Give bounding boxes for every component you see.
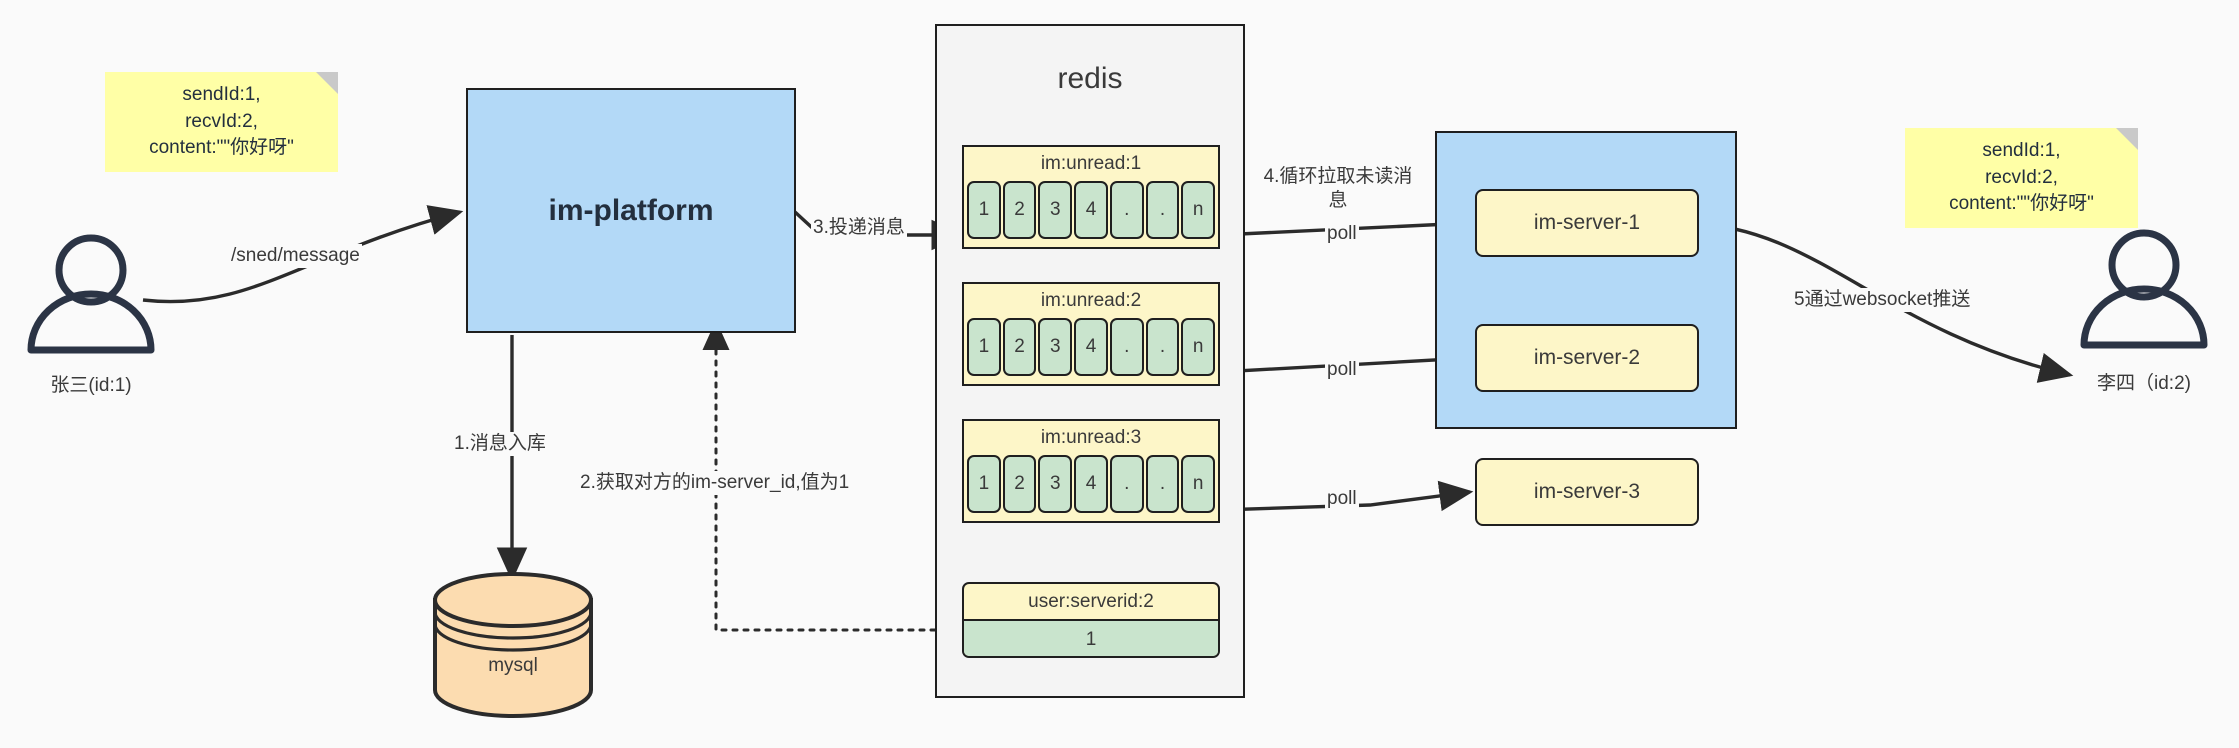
list-cell[interactable]: 1 <box>967 455 1001 513</box>
mysql-cylinder-icon <box>433 572 593 718</box>
redis-container: redis im:unread:1 1 2 3 4 . . n im:unrea… <box>935 24 1245 698</box>
redis-list-key: im:unread:2 <box>1040 290 1142 311</box>
list-cell[interactable]: 2 <box>1002 455 1037 513</box>
edge-label-step3: 3.投递消息 <box>811 216 907 240</box>
list-cell[interactable]: 4 <box>1074 455 1108 513</box>
note-fold-corner <box>2116 128 2138 150</box>
im-server-3-label: im-server-3 <box>1533 480 1641 503</box>
redis-list-key: im:unread:3 <box>1040 427 1142 448</box>
list-cell[interactable]: 1 <box>967 181 1001 239</box>
redis-list-cells: 1 2 3 4 . . n <box>964 181 1218 242</box>
edge-label-send-message: /sned/message <box>229 244 362 268</box>
im-server-2-label: im-server-2 <box>1533 346 1641 369</box>
im-platform-box[interactable]: im-platform <box>466 88 796 333</box>
request-payload-text: sendId:1, recvId:2, content:""你好呀" <box>149 83 294 159</box>
list-cell[interactable]: n <box>1181 318 1216 376</box>
im-server-2-box[interactable]: im-server-2 <box>1475 324 1699 392</box>
edge-label-poll-1: poll <box>1325 222 1359 246</box>
list-cell[interactable]: 2 <box>1002 181 1037 239</box>
redis-list-im-unread-1[interactable]: im:unread:1 1 2 3 4 . . n <box>962 145 1220 249</box>
sender-person-icon <box>27 234 155 354</box>
redis-kv-user-serverid[interactable]: user:serverid:2 1 <box>962 582 1220 658</box>
list-cell[interactable]: . <box>1109 181 1144 239</box>
sender-label: 张三(id:1) <box>50 375 132 396</box>
edge-label-step5: 5通过websocket推送 <box>1792 288 1973 312</box>
list-cell[interactable]: . <box>1109 455 1144 513</box>
list-cell[interactable]: 1 <box>967 318 1001 376</box>
receiver-person-icon <box>2080 229 2208 349</box>
pushed-payload-note: sendId:1, recvId:2, content:""你好呀" <box>1905 128 2138 228</box>
im-server-1-box[interactable]: im-server-1 <box>1475 189 1699 257</box>
edge-label-poll-2: poll <box>1325 358 1359 382</box>
list-cell[interactable]: . <box>1109 318 1144 376</box>
edge-label-step2: 2.获取对方的im-server_id,值为1 <box>578 471 852 495</box>
list-cell[interactable]: 3 <box>1038 318 1073 376</box>
list-cell[interactable]: n <box>1181 181 1216 239</box>
im-server-1-label: im-server-1 <box>1533 211 1641 234</box>
list-cell[interactable]: 4 <box>1074 181 1108 239</box>
list-cell[interactable]: . <box>1145 455 1180 513</box>
list-cell[interactable]: n <box>1181 455 1216 513</box>
list-cell[interactable]: 2 <box>1002 318 1037 376</box>
list-cell[interactable]: . <box>1145 318 1180 376</box>
redis-list-im-unread-2[interactable]: im:unread:2 1 2 3 4 . . n <box>962 282 1220 386</box>
note-fold-corner <box>316 72 338 94</box>
redis-list-cells: 1 2 3 4 . . n <box>964 318 1218 379</box>
redis-list-im-unread-3[interactable]: im:unread:3 1 2 3 4 . . n <box>962 419 1220 523</box>
pushed-payload-text: sendId:1, recvId:2, content:""你好呀" <box>1949 139 2094 215</box>
redis-list-cells: 1 2 3 4 . . n <box>964 455 1218 516</box>
edge-label-step1: 1.消息入库 <box>452 432 548 456</box>
mysql-label: mysql <box>488 655 538 676</box>
redis-kv-key: user:serverid:2 <box>1028 591 1154 612</box>
request-payload-note: sendId:1, recvId:2, content:""你好呀" <box>105 72 338 172</box>
list-cell[interactable]: . <box>1145 181 1180 239</box>
list-cell[interactable]: 4 <box>1074 318 1108 376</box>
list-cell[interactable]: 3 <box>1038 181 1073 239</box>
edge-label-poll-3: poll <box>1325 487 1359 511</box>
im-platform-label: im-platform <box>548 193 714 227</box>
redis-kv-value: 1 <box>964 619 1218 656</box>
edge-label-step4: 4.循环拉取未读消息 <box>1258 165 1418 213</box>
receiver-label: 李四（id:2) <box>2097 373 2191 394</box>
list-cell[interactable]: 3 <box>1038 455 1073 513</box>
redis-list-key: im:unread:1 <box>1040 153 1142 174</box>
im-server-3-box[interactable]: im-server-3 <box>1475 458 1699 526</box>
redis-title: redis <box>1057 62 1123 95</box>
